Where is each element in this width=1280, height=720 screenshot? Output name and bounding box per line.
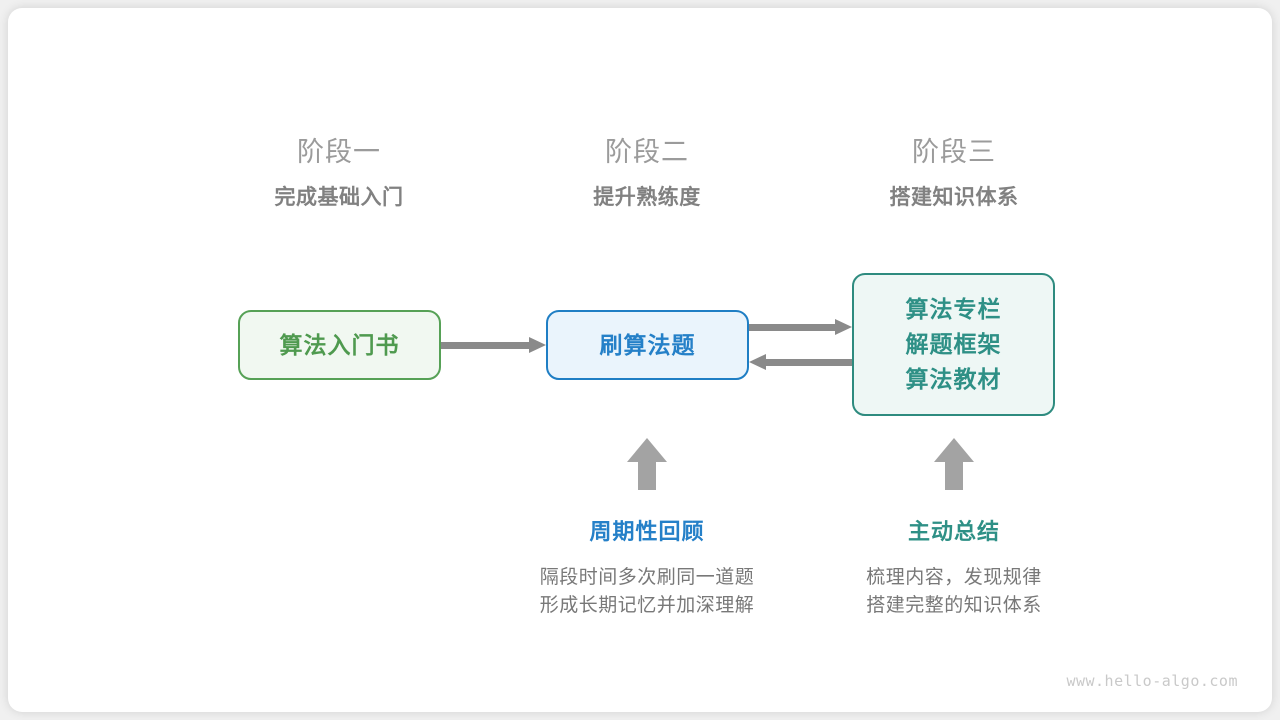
annotation-summary-body-line-2: 搭建完整的知识体系 xyxy=(866,595,1042,616)
phase-title-1: 阶段一 xyxy=(297,137,381,167)
arrow-up-summary-icon xyxy=(934,438,974,490)
arrow-up-stem xyxy=(945,460,963,490)
phase-subtitle-3: 搭建知识体系 xyxy=(889,186,1019,209)
node-system-line-1: 算法专栏 xyxy=(905,296,1002,322)
arrow-right-practice-to-system xyxy=(749,319,852,335)
arrow-up-tip xyxy=(627,438,667,462)
annotation-review-body: 隔段时间多次刷同一道题 形成长期记忆并加深理解 xyxy=(487,564,807,620)
annotation-summary-body-line-1: 梳理内容，发现规律 xyxy=(866,567,1042,588)
annotation-active-summary: 主动总结 梳理内容，发现规律 搭建完整的知识体系 xyxy=(794,517,1114,620)
arrow-up-tip xyxy=(934,438,974,462)
diagram-card: 阶段一 完成基础入门 阶段二 提升熟练度 阶段三 搭建知识体系 算法入门书 刷算… xyxy=(8,8,1272,712)
arrow-head-right-icon xyxy=(835,319,852,335)
phase-header-1: 阶段一 完成基础入门 xyxy=(189,134,489,213)
arrow-up-review-icon xyxy=(627,438,667,490)
node-system-line-3: 算法教材 xyxy=(905,366,1002,392)
annotation-review-title: 周期性回顾 xyxy=(589,519,705,544)
arrow-right-book-to-practice xyxy=(441,337,546,353)
arrow-head-right-icon xyxy=(529,337,546,353)
annotation-periodic-review: 周期性回顾 隔段时间多次刷同一道题 形成长期记忆并加深理解 xyxy=(487,517,807,620)
annotation-review-body-line-1: 隔段时间多次刷同一道题 xyxy=(539,567,755,588)
node-book-line-1: 算法入门书 xyxy=(279,331,400,358)
arrow-shaft xyxy=(441,342,532,349)
node-practice-problems: 刷算法题 xyxy=(546,310,749,380)
phase-subtitle-2: 提升熟练度 xyxy=(593,186,701,209)
annotation-review-body-line-2: 形成长期记忆并加深理解 xyxy=(539,595,755,616)
phase-header-3: 阶段三 搭建知识体系 xyxy=(804,134,1104,213)
arrow-head-left-icon xyxy=(749,354,766,370)
node-algorithm-intro-book: 算法入门书 xyxy=(238,310,441,380)
annotation-summary-body: 梳理内容，发现规律 搭建完整的知识体系 xyxy=(794,564,1114,620)
arrow-left-system-to-practice xyxy=(749,354,852,370)
node-system-line-2: 解题框架 xyxy=(905,331,1002,357)
phase-subtitle-1: 完成基础入门 xyxy=(274,186,404,209)
arrow-up-stem xyxy=(638,460,656,490)
phase-title-3: 阶段三 xyxy=(912,137,996,167)
node-knowledge-system: 算法专栏 解题框架 算法教材 xyxy=(852,273,1055,416)
arrow-shaft xyxy=(763,359,852,366)
arrow-shaft xyxy=(749,324,838,331)
watermark: www.hello-algo.com xyxy=(1066,672,1238,690)
node-practice-line-1: 刷算法题 xyxy=(599,331,696,358)
phase-title-2: 阶段二 xyxy=(605,137,689,167)
phase-header-2: 阶段二 提升熟练度 xyxy=(497,134,797,213)
annotation-summary-title: 主动总结 xyxy=(907,519,1000,544)
